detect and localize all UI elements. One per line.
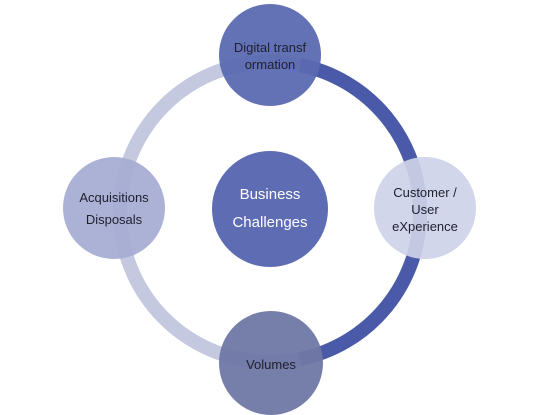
node-customer-experience: [374, 157, 476, 259]
node-volumes: [219, 311, 323, 415]
node-acquisitions-disposals: [63, 157, 165, 259]
node-digital-transformation: [219, 4, 321, 106]
center-business-challenges: [212, 151, 328, 267]
